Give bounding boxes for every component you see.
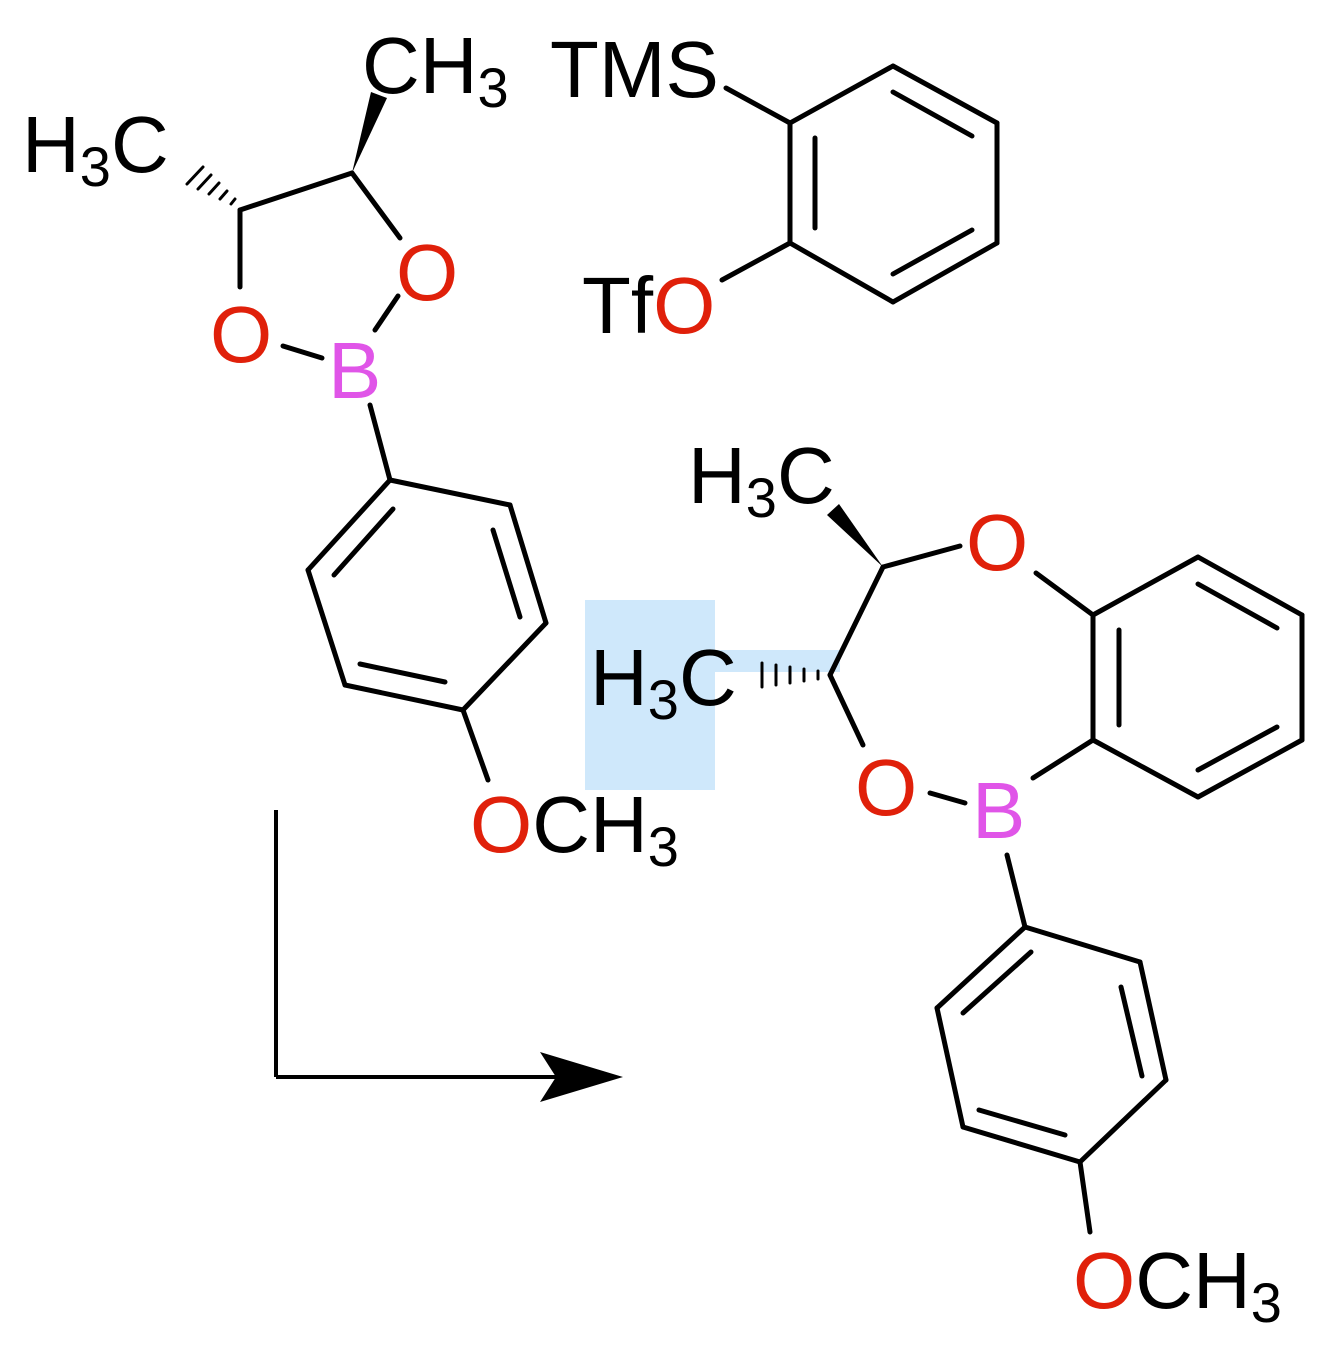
methyl-label: H3C <box>590 633 737 731</box>
stereo-wedge <box>352 92 387 173</box>
reaction-arrow <box>274 810 623 1102</box>
oxygen-atom: O <box>966 498 1028 587</box>
stereo-hash <box>185 165 237 206</box>
watermark <box>585 600 840 790</box>
methoxy-label: OCH3 <box>1073 1236 1282 1334</box>
oxygen-atom: O <box>210 290 272 379</box>
methoxy-label: OCH3 <box>470 780 679 878</box>
reactant-boronate-ester: CH3 H3C O O B OCH3 <box>22 21 679 878</box>
reactant-aryne-precursor: TMS TfO <box>550 25 1000 350</box>
methyl-label: CH3 <box>362 21 509 119</box>
stereo-hash <box>760 661 820 689</box>
triflate-label: TfO <box>582 261 715 350</box>
bonds <box>827 543 1305 1235</box>
methyl-label: H3C <box>688 431 835 529</box>
tms-label: TMS <box>550 25 719 114</box>
oxygen-atom: O <box>855 743 917 832</box>
bonds <box>237 170 549 783</box>
stereo-wedge <box>827 504 883 567</box>
boron-atom: B <box>972 766 1025 855</box>
methyl-label: H3C <box>22 100 169 198</box>
boron-atom: B <box>328 326 381 415</box>
oxygen-atom: O <box>396 228 458 317</box>
bonds <box>719 63 1000 305</box>
product-benzodioxaborepine: H3C H3C O O B OCH3 <box>590 431 1305 1334</box>
arrow-head <box>540 1052 623 1102</box>
